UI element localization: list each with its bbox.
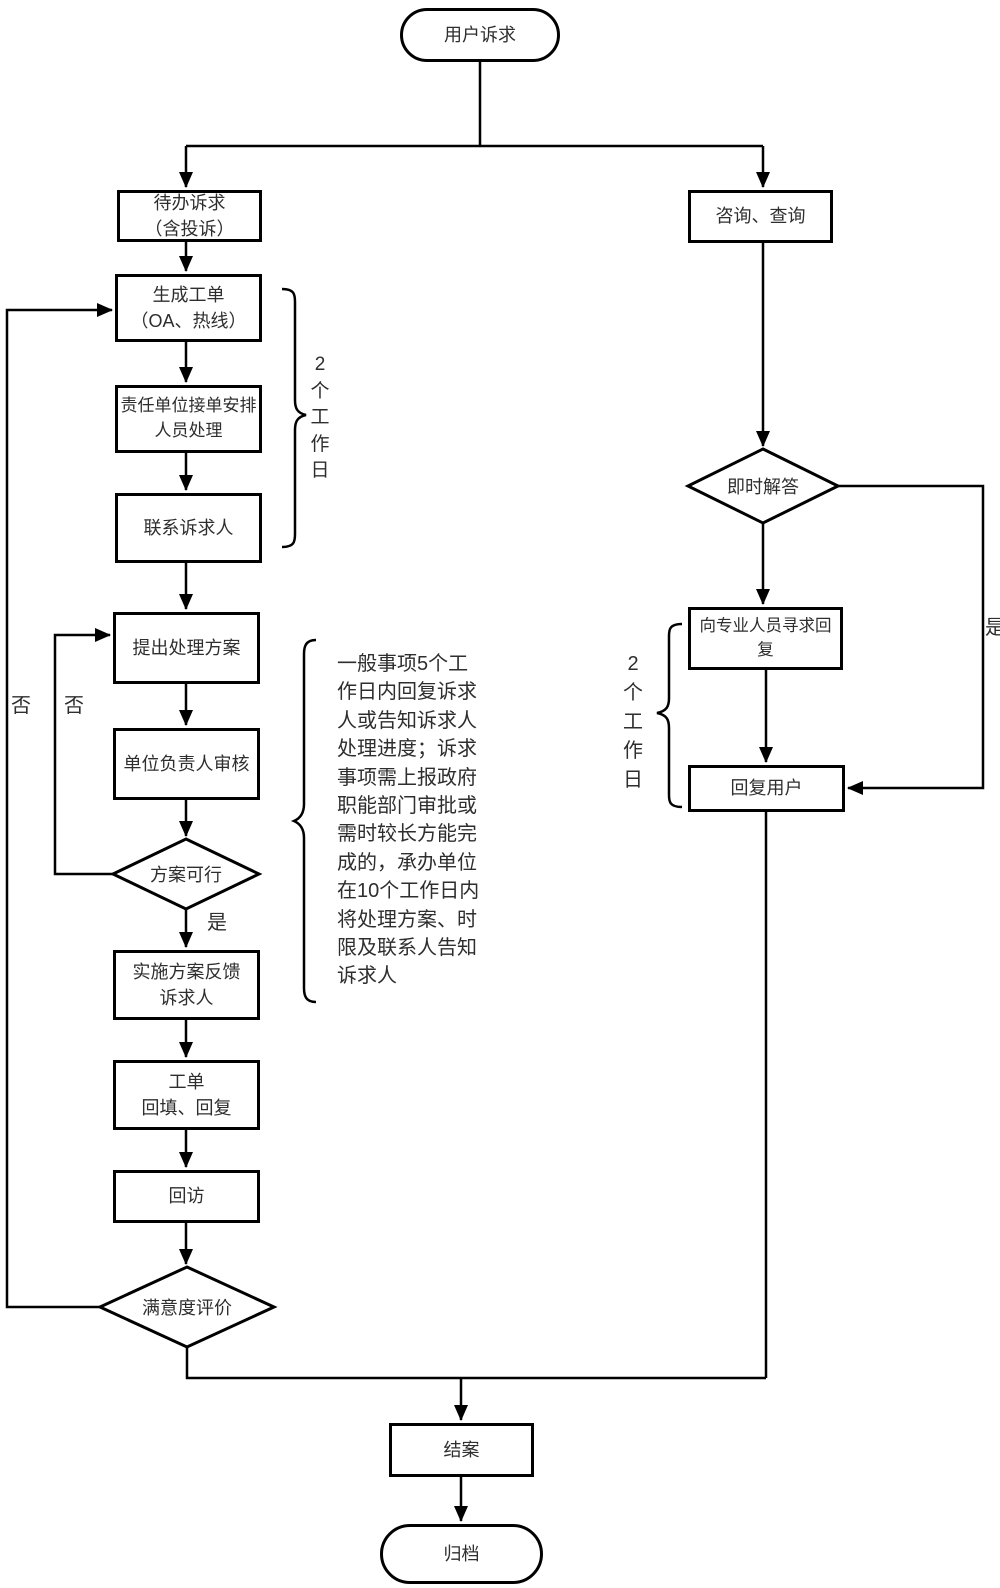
node-reply: 回复用户: [688, 765, 845, 812]
edge-satisfaction-to-junction: [185, 1347, 766, 1380]
edge-feasible-no-loop: [53, 628, 113, 876]
node-revisit: 回访: [113, 1170, 260, 1223]
node-generate: 生成工单 （OA、热线）: [115, 274, 262, 342]
node-implement: 实施方案反馈 诉求人: [113, 950, 260, 1020]
brace-sla-note: [290, 638, 317, 1004]
node-workorder: 工单 回填、回复: [113, 1060, 260, 1130]
node-pending: 待办诉求 （含投诉）: [117, 190, 262, 242]
node-review: 单位负责人审核: [113, 728, 260, 800]
node-contact: 联系诉求人: [115, 493, 262, 563]
label-feasible-no: 否: [64, 695, 84, 717]
edge-satisfaction-no-loop: [5, 303, 113, 1309]
annotation-sla-note: 一般事项5个工 作日内回复诉求 人或告知诉求人 处理进度；诉求 事项需上报政府 …: [337, 653, 480, 988]
node-assign: 责任单位接单安排 人员处理: [115, 385, 262, 453]
node-close: 结案: [389, 1423, 534, 1477]
decision-instant: [684, 447, 842, 525]
decision-satisfaction: [96, 1265, 278, 1349]
label-satisfaction-no: 否: [11, 695, 31, 717]
node-seek: 向专业人员寻求回复: [688, 607, 843, 670]
node-feasible-label: 方案可行: [150, 865, 222, 885]
edge-instant-yes-to-reply: [838, 484, 985, 795]
node-start: 用户诉求: [400, 8, 560, 62]
brace-duration-left: [281, 287, 307, 549]
node-propose: 提出处理方案: [113, 612, 260, 684]
annotation-duration-left: 2个工作日: [310, 354, 330, 481]
node-instant-label: 即时解答: [727, 477, 799, 497]
node-consult: 咨询、查询: [688, 190, 833, 243]
node-satisfaction-label: 满意度评价: [142, 1298, 232, 1318]
brace-duration-right: [656, 622, 683, 809]
label-feasible-yes: 是: [207, 912, 227, 934]
label-instant-yes: 是: [985, 617, 1000, 639]
annotation-duration-right: 2个工作日: [623, 653, 643, 791]
node-archive: 归档: [380, 1524, 543, 1584]
decision-feasible: [109, 837, 263, 911]
